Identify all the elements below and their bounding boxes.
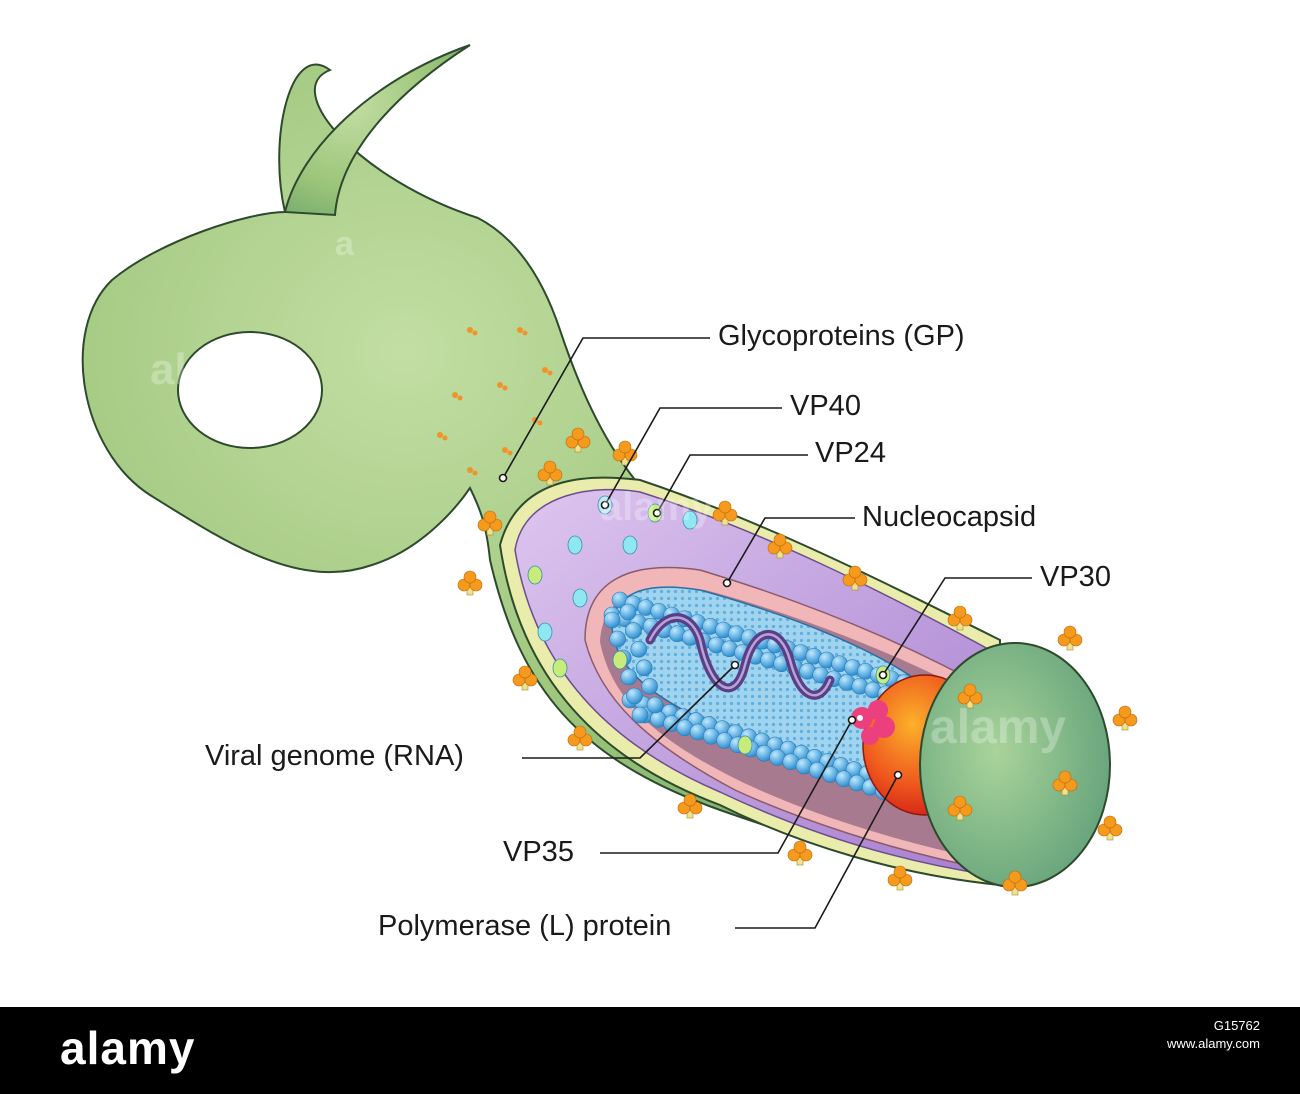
label-vp30: VP30 <box>1040 561 1111 593</box>
vp35-protein <box>851 700 895 745</box>
label-viral-genome: Viral genome (RNA) <box>205 740 464 772</box>
glycoprotein-spikes <box>457 427 1138 896</box>
label-vp24: VP24 <box>815 437 886 469</box>
ebola-virus-diagram: Glycoproteins (GP) VP40 VP24 Nucleocapsi… <box>81 44 1138 942</box>
virus-illustration <box>81 44 1138 929</box>
envelope-loop-hole <box>177 331 323 449</box>
label-vp40: VP40 <box>790 390 861 422</box>
footer-image-info: G15762 www.alamy.com <box>1167 1017 1260 1052</box>
label-vp35: VP35 <box>503 836 574 868</box>
envelope-end-cap <box>919 642 1111 888</box>
stock-footer: alamy G15762 www.alamy.com <box>0 1007 1300 1094</box>
footer-url: www.alamy.com <box>1167 1035 1260 1051</box>
label-polymerase: Polymerase (L) protein <box>378 910 672 942</box>
label-glycoproteins: Glycoproteins (GP) <box>718 320 965 352</box>
label-nucleocapsid: Nucleocapsid <box>862 501 1037 533</box>
footer-image-id: G15762 <box>1213 1018 1260 1033</box>
envelope-tail <box>283 44 471 217</box>
footer-logo: alamy <box>60 1022 196 1074</box>
leader-lines <box>498 337 1032 929</box>
